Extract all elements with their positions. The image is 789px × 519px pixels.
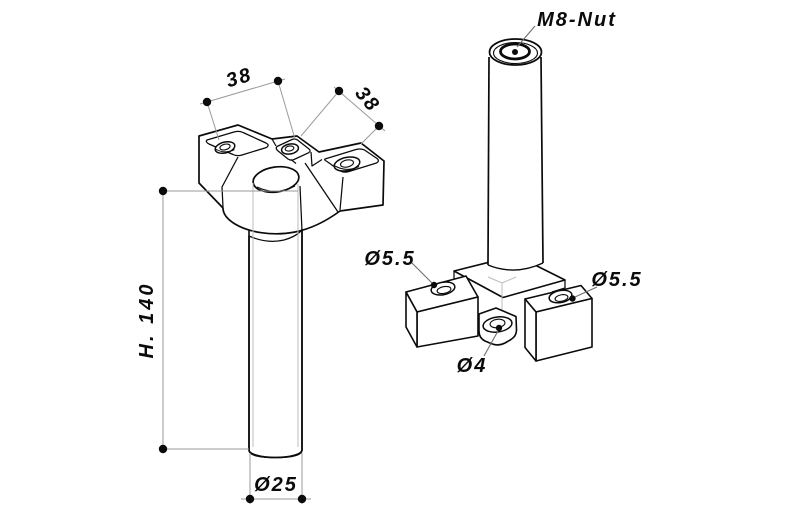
callout-m8-nut: M8-Nut	[516, 9, 617, 48]
right-arm-boss-side	[334, 165, 360, 170]
leader-line	[574, 286, 598, 298]
extension-line	[300, 90, 340, 137]
front-face-edge	[299, 185, 303, 232]
leader-dot	[495, 324, 503, 332]
dim-arm2-label: 38	[350, 83, 384, 117]
dim-dot	[158, 444, 168, 454]
left-arm-screw-hole	[219, 143, 231, 151]
m8-nut-center-dot	[512, 49, 518, 55]
left-view: 38 38 H. 140 Ø25	[136, 64, 386, 504]
right-hole-label: Ø5.5	[591, 269, 642, 291]
dim-dot	[334, 86, 344, 96]
center-opening	[275, 138, 311, 161]
dim-dot	[297, 494, 307, 504]
body-right-corner-edge	[304, 162, 339, 213]
center-tab	[478, 307, 518, 346]
tube-right-view	[487, 38, 544, 271]
center-box-step-edge	[310, 151, 323, 167]
tube-top-inner-rim	[492, 41, 539, 65]
right-view: M8-Nut Ø5.5 Ø5.5 Ø4	[364, 9, 642, 377]
left-arm-box	[405, 275, 479, 348]
tube-bottom-arc	[248, 449, 303, 459]
dimension-arm2: 38	[300, 83, 386, 145]
left-hole-label: Ø5.5	[364, 248, 415, 270]
dim-dot	[245, 494, 255, 504]
callout-right-hole: Ø5.5	[574, 269, 642, 298]
dim-height-label: H. 140	[136, 282, 158, 359]
arm-end-face	[524, 298, 537, 362]
tube-body	[248, 204, 303, 459]
dimension-line	[199, 78, 286, 105]
dimension-tube-diameter: Ø25	[241, 453, 311, 504]
left-arm-hole-depth	[436, 285, 452, 295]
leader-line	[516, 25, 536, 48]
dim-tube-diameter-label: Ø25	[254, 474, 298, 496]
extension-line	[206, 101, 220, 141]
tube-body	[488, 39, 543, 271]
leader-dot	[569, 295, 576, 302]
connector-head	[198, 124, 385, 242]
dim-arm1-label: 38	[224, 64, 255, 93]
callout-left-hole: Ø5.5	[364, 248, 433, 284]
tube-right-edge	[540, 56, 544, 264]
left-arm-boss-side	[215, 148, 235, 153]
left-arm-opening	[205, 130, 269, 157]
notch-fillet-line	[501, 276, 517, 284]
head-bottom-shoulder	[248, 230, 302, 242]
arm-end-face	[405, 291, 418, 348]
right-arm-screw-hole	[339, 159, 355, 168]
construction-lines	[252, 183, 299, 447]
center-screw-hole	[284, 145, 295, 152]
leader-dot	[430, 281, 438, 289]
extension-line	[277, 80, 296, 140]
m8-nut-label: M8-Nut	[537, 9, 617, 31]
m8-nut-ring	[499, 42, 531, 61]
dim-dot	[273, 76, 283, 86]
countersink-ellipse	[482, 316, 513, 333]
right-arm-box	[524, 284, 593, 362]
right-arm-opening	[324, 148, 379, 173]
right-arm-hole-depth	[554, 294, 569, 302]
tube-left-view	[248, 204, 303, 459]
center-screw-boss	[280, 143, 300, 155]
leader-line	[483, 330, 499, 357]
right-arm-screw-boss	[333, 156, 361, 172]
dimension-height: H. 140	[136, 186, 298, 454]
left-arm-front-edge	[221, 156, 239, 208]
center-hole-label: Ø4	[457, 355, 488, 377]
dim-dot	[202, 97, 212, 107]
dim-dot	[158, 186, 168, 196]
leader-line	[410, 261, 433, 284]
tube-socket-opening	[252, 165, 300, 194]
notch-fillet-line	[487, 276, 503, 284]
tube-left-edge	[487, 56, 490, 266]
tube-base-arc	[487, 262, 544, 271]
dim-dot	[374, 121, 384, 131]
right-arm-front-corner-edge	[339, 176, 344, 211]
tube-outline	[248, 229, 303, 459]
callout-center-hole: Ø4	[457, 330, 499, 377]
valley-edge	[271, 138, 277, 147]
extension-line	[360, 125, 380, 145]
